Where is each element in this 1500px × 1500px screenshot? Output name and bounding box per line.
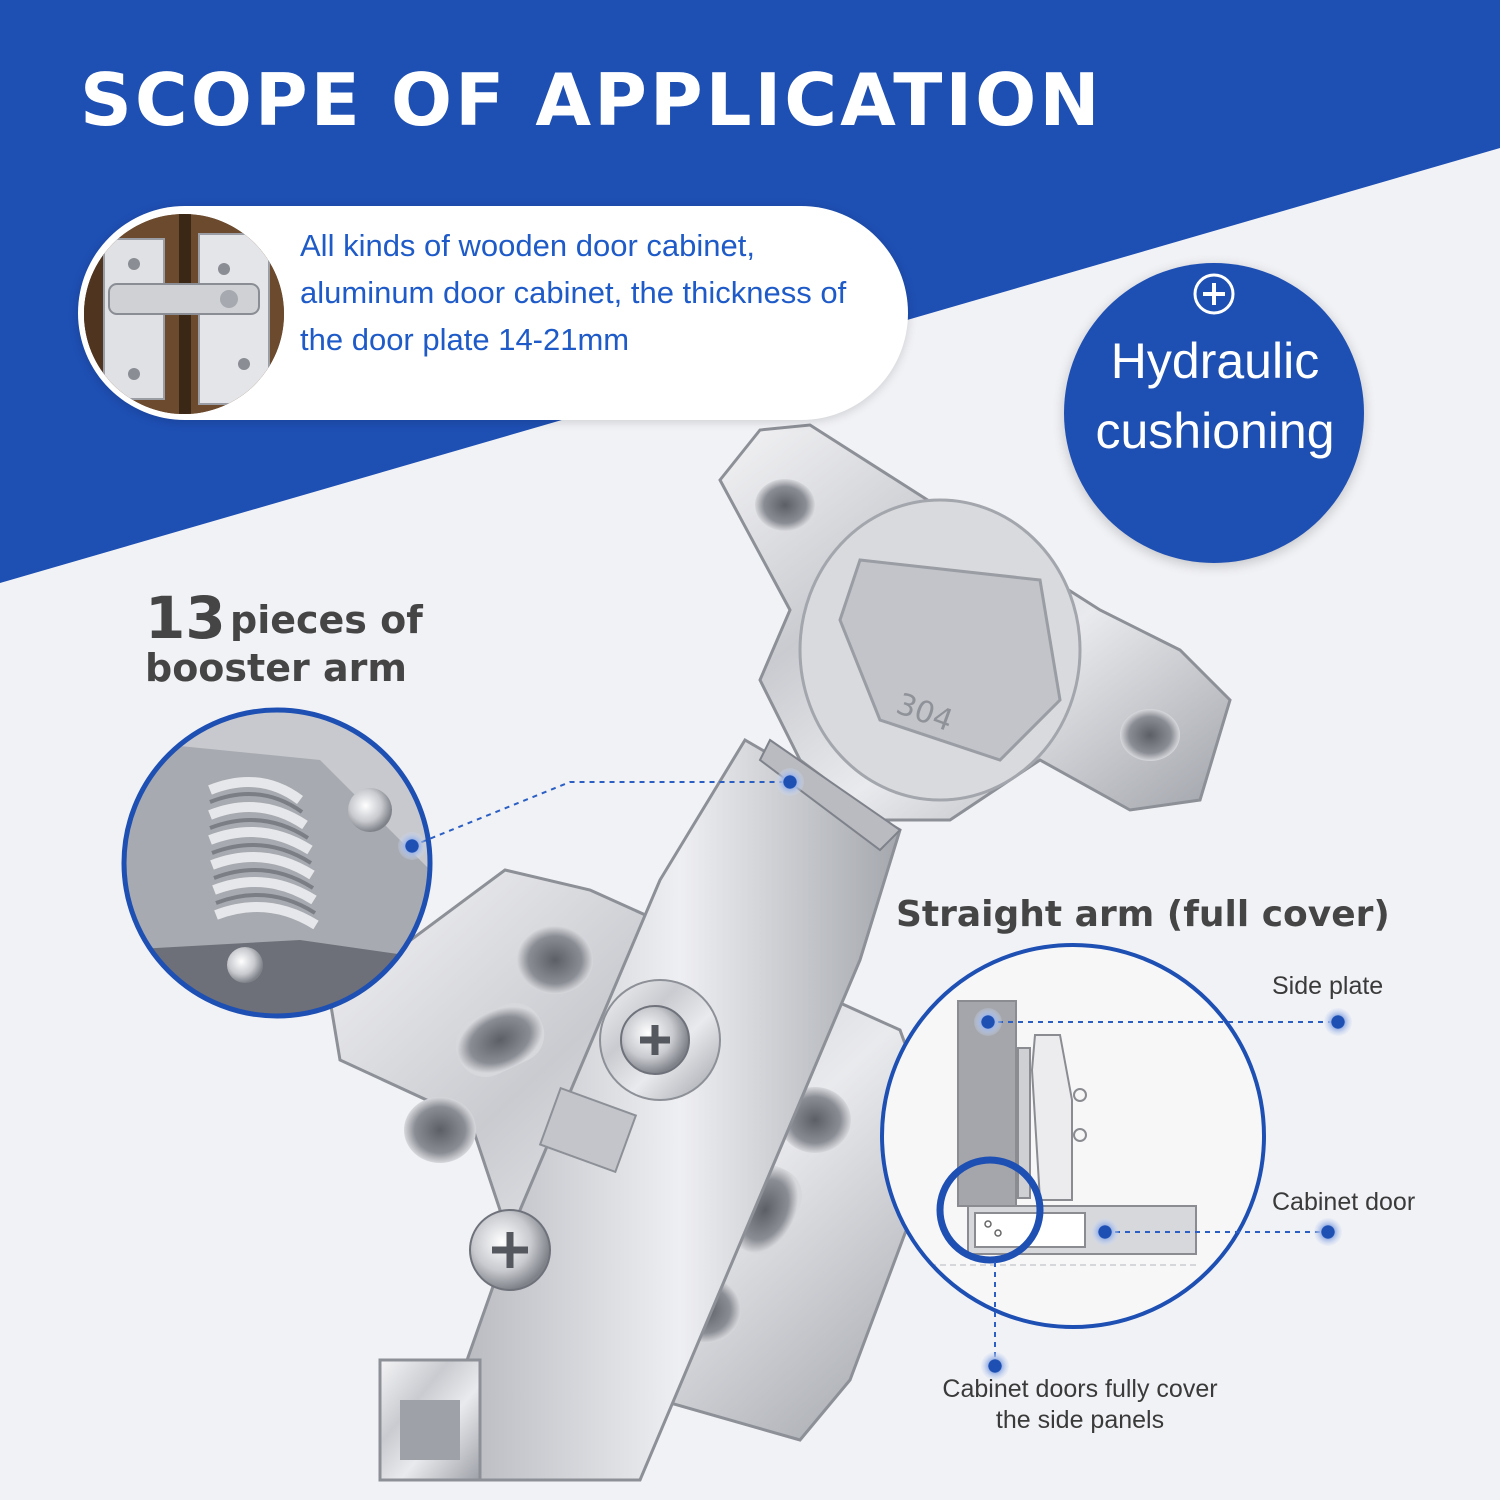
booster-label-line1: pieces of xyxy=(230,598,423,642)
page-title: SCOPE OF APPLICATION xyxy=(80,58,1103,142)
feature-badge-label: Hydraulic cushioning xyxy=(1095,333,1335,459)
cabinet-hinge-photo xyxy=(84,214,284,414)
straight-arm-diagram xyxy=(880,943,1266,1329)
booster-leader xyxy=(398,768,804,860)
booster-arm-zoom xyxy=(121,707,433,1019)
full-cover-highlight xyxy=(936,1156,1044,1264)
cabinet-door-label: Cabinet door xyxy=(1272,1188,1416,1216)
booster-count: 13 xyxy=(145,584,226,652)
diagram-title: Straight arm (full cover) xyxy=(896,894,1390,935)
booster-label-line2: booster arm xyxy=(145,646,407,690)
plus-circle-icon xyxy=(1192,272,1236,316)
full-cover-label: Cabinet doors fully cover the side panel… xyxy=(942,1375,1218,1434)
diagram-leaders xyxy=(974,1008,1352,1380)
hinge-cup: 304 xyxy=(718,423,1232,852)
application-description: All kinds of wooden door cabinet, alumin… xyxy=(300,228,847,357)
side-plate-label: Side plate xyxy=(1272,972,1384,1000)
hinge-arm xyxy=(378,737,902,1482)
